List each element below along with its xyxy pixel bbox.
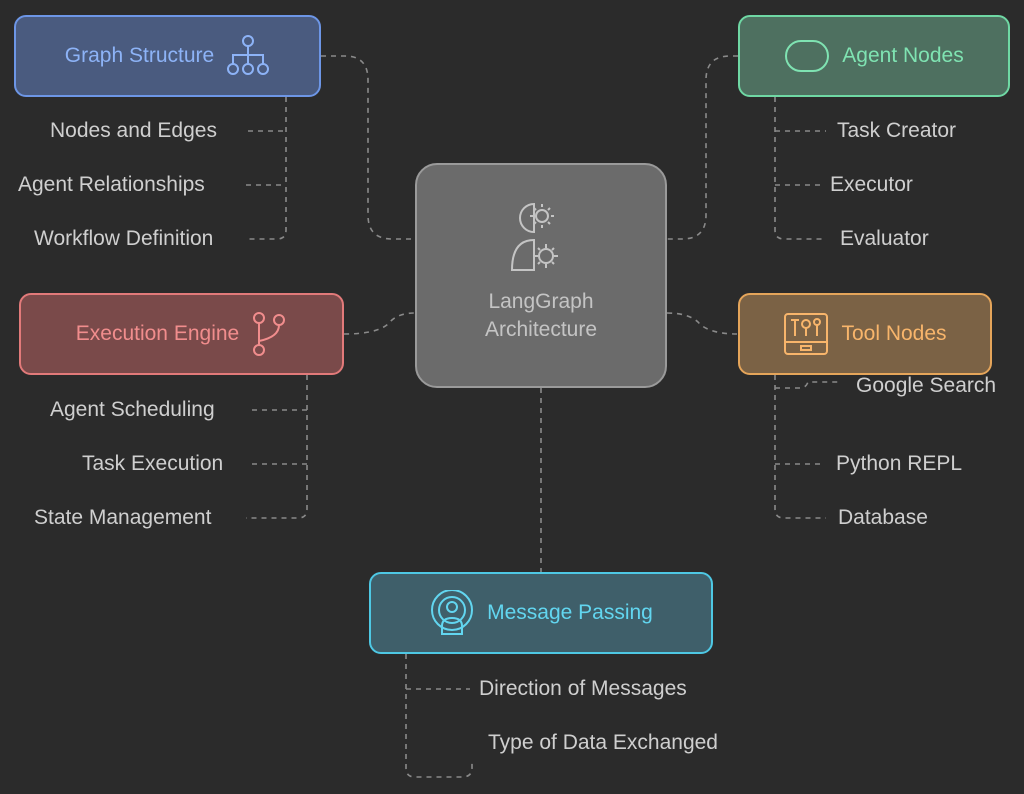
agent-nodes-title: Agent Nodes [842,44,964,67]
graph-structure-item-1: Nodes and Edges [50,119,217,142]
hierarchy-icon [226,34,270,78]
agent-nodes-item-1: Task Creator [837,119,957,142]
brain-gear-icon [510,200,572,282]
node-graph-structure: Graph Structure [14,15,321,97]
execution-engine-item-2: Task Execution [82,452,224,475]
node-tool-nodes: Tool Nodes [738,293,992,375]
node-execution-engine: Execution Engine [19,293,344,375]
node-agent-nodes: Agent Nodes [738,15,1010,97]
agent-nodes-item-3: Evaluator [840,227,929,250]
tool-nodes-title: Tool Nodes [841,322,947,345]
branch-tool-nodes [774,375,826,519]
tool-nodes-item-1: Google Search [856,374,997,397]
branch-icon [251,311,287,357]
tool-nodes-item-3: Database [838,506,928,529]
toolbox-icon [783,312,829,356]
message-passing-item-1: Direction of Messages [479,677,687,700]
execution-engine-item-3: State Management [34,506,212,529]
execution-engine-title: Execution Engine [75,322,240,345]
tool-nodes-item-2: Python REPL [836,452,963,475]
branch-execution-engine [246,375,308,519]
branch-message-passing [405,654,473,778]
branch-graph-structure [246,97,287,240]
execution-engine-item-1: Agent Scheduling [50,398,215,421]
connector-execution-engine [343,312,416,335]
graph-structure-item-3: Workflow Definition [34,227,214,250]
graph-structure-title: Graph Structure [64,44,215,67]
connector-tool-nodes [666,312,739,335]
agent-nodes-item-2: Executor [830,173,913,196]
broadcast-icon [429,590,475,636]
node-message-passing: Message Passing [369,572,713,654]
branch-agent-nodes [774,97,826,240]
message-passing-item-2: Type of Data Exchanged [488,731,718,754]
center-title-line2: Architecture [484,317,598,341]
connector-agent-nodes [667,55,738,240]
graph-structure-item-2: Agent Relationships [18,173,205,196]
center-node-langgraph-architecture: LangGraph Architecture [415,163,667,388]
pill-shape-icon [784,39,830,73]
center-title-line1: LangGraph [488,289,594,313]
connector-graph-structure [321,55,415,240]
message-passing-title: Message Passing [487,601,653,624]
